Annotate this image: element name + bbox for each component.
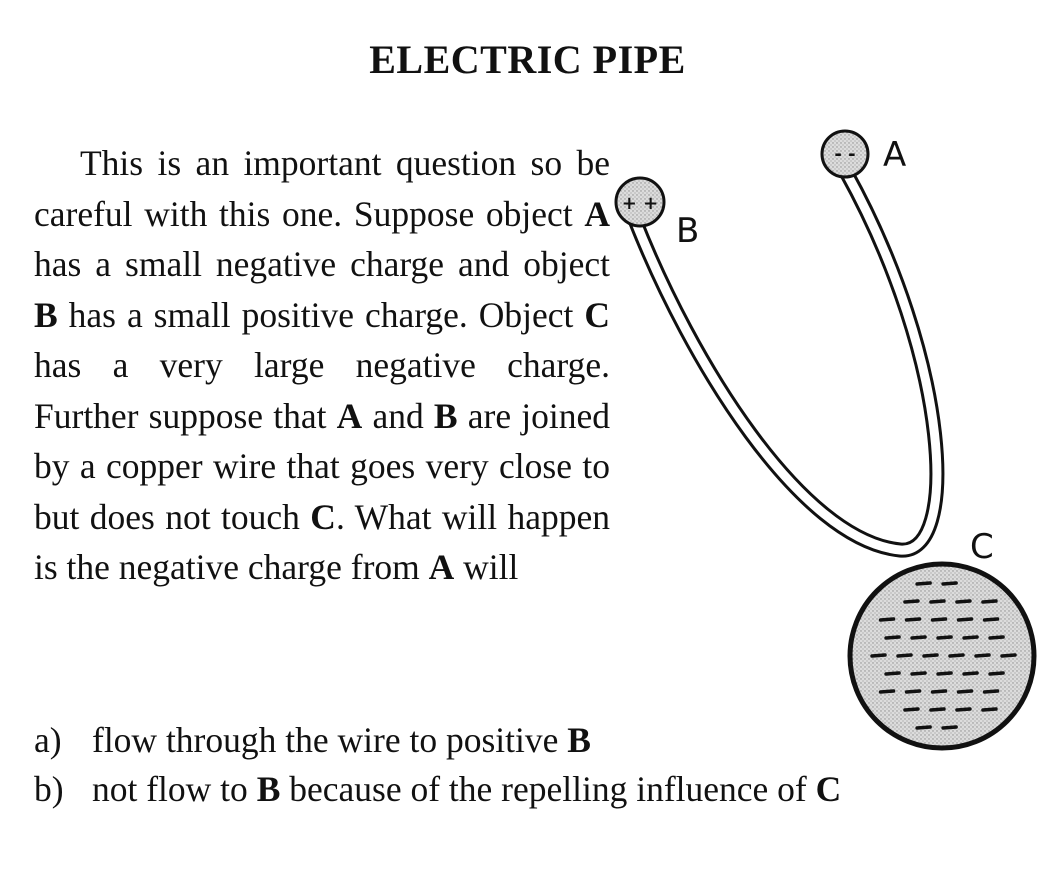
negative-charge-mark xyxy=(915,725,932,730)
negative-charge-mark xyxy=(884,671,901,676)
option-letter: b) xyxy=(34,769,64,809)
object-c-ref: C xyxy=(584,294,610,335)
negative-charge-mark xyxy=(870,653,887,658)
negative-charge-mark xyxy=(982,617,1000,622)
negative-charge-mark xyxy=(903,599,920,604)
object-b-sphere: + + xyxy=(614,176,666,228)
option-letter: a) xyxy=(34,720,62,760)
option-text: not flow to B because of the repelling i… xyxy=(92,765,1034,814)
question-text-3: has a small positive charge. Object xyxy=(57,294,585,335)
negative-charge-mark xyxy=(903,707,920,712)
page-title: ELECTRIC PIPE xyxy=(369,37,686,82)
answer-options: a) flow through the wire to positive B b… xyxy=(34,716,1034,814)
object-b-ref: B xyxy=(567,720,591,760)
object-a-sphere: - - xyxy=(820,129,870,179)
negative-charge-mark xyxy=(936,671,953,676)
negative-charge-mark xyxy=(988,671,1005,676)
negative-charge-mark xyxy=(962,635,979,640)
negative-charge-mark xyxy=(878,689,896,694)
negative-charge-mark xyxy=(904,617,922,622)
negative-charge-mark xyxy=(884,635,901,640)
negative-charges xyxy=(870,581,1017,730)
question-paragraph: This is an important question so be care… xyxy=(34,138,610,593)
question-text-8: will xyxy=(454,547,519,587)
label-c: C xyxy=(970,527,994,567)
negative-charge-mark xyxy=(982,689,1000,694)
negative-charge-mark xyxy=(878,617,896,622)
negative-charge-mark xyxy=(936,635,953,640)
object-a-ref: A xyxy=(584,193,610,234)
wire-diagram: + + B - - A C xyxy=(614,129,1037,751)
question-text-5: and xyxy=(362,395,434,436)
option-a-text: flow through the wire to positive xyxy=(92,720,568,760)
charge-a-label: - - xyxy=(834,144,855,165)
negative-charge-mark xyxy=(930,617,948,622)
negative-charge-mark xyxy=(988,635,1005,640)
object-c-ref: C xyxy=(815,769,842,809)
question-text-2: has a small negative charge and object xyxy=(34,244,610,284)
object-a-ref: A xyxy=(428,547,455,587)
negative-charge-mark xyxy=(910,671,927,676)
object-b-ref: B xyxy=(256,769,281,809)
negative-charge-mark xyxy=(974,653,991,658)
negative-charge-mark xyxy=(941,725,958,730)
negative-charge-mark xyxy=(981,599,998,604)
copper-wire xyxy=(627,164,945,558)
option-b: b) not flow to B because of the repellin… xyxy=(34,765,1034,814)
object-c-ref: C xyxy=(310,496,336,537)
negative-charge-mark xyxy=(922,653,939,658)
object-a-ref: A xyxy=(336,395,363,436)
negative-charge-mark xyxy=(956,689,974,694)
negative-charge-mark xyxy=(981,707,998,712)
charge-b-label: + + xyxy=(622,193,658,214)
object-b-ref: B xyxy=(34,294,58,335)
negative-charge-mark xyxy=(1000,653,1017,658)
negative-charge-mark xyxy=(930,689,948,694)
question-text-4: has a very large negative charge. Furthe… xyxy=(34,345,610,436)
negative-charge-mark xyxy=(962,671,979,676)
option-a: a) flow through the wire to positive B xyxy=(34,716,1034,765)
negative-charge-mark xyxy=(955,707,972,712)
question-text-7: . What will happen is the negative charg… xyxy=(34,496,610,588)
object-c-sphere xyxy=(847,561,1037,751)
object-b-ref: B xyxy=(433,395,458,436)
negative-charge-mark xyxy=(955,599,972,604)
option-b-text: not flow to xyxy=(92,769,257,809)
negative-charge-mark xyxy=(948,653,965,658)
negative-charge-mark xyxy=(956,617,974,622)
option-b-after: because of the repelling influence of xyxy=(280,769,816,809)
question-text-6: are joined by a copper wire that goes ve… xyxy=(34,395,610,537)
negative-charge-mark xyxy=(929,599,946,604)
negative-charge-mark xyxy=(929,707,946,712)
label-b: B xyxy=(676,211,699,251)
negative-charge-mark xyxy=(896,653,913,658)
negative-charge-mark xyxy=(915,581,932,586)
negative-charge-mark xyxy=(910,635,927,640)
label-a: A xyxy=(883,135,906,175)
question-text-1: This is an important question so be care… xyxy=(34,143,610,234)
negative-charge-mark xyxy=(941,581,958,586)
option-text: flow through the wire to positive B xyxy=(92,716,1034,765)
negative-charge-mark xyxy=(904,689,922,694)
